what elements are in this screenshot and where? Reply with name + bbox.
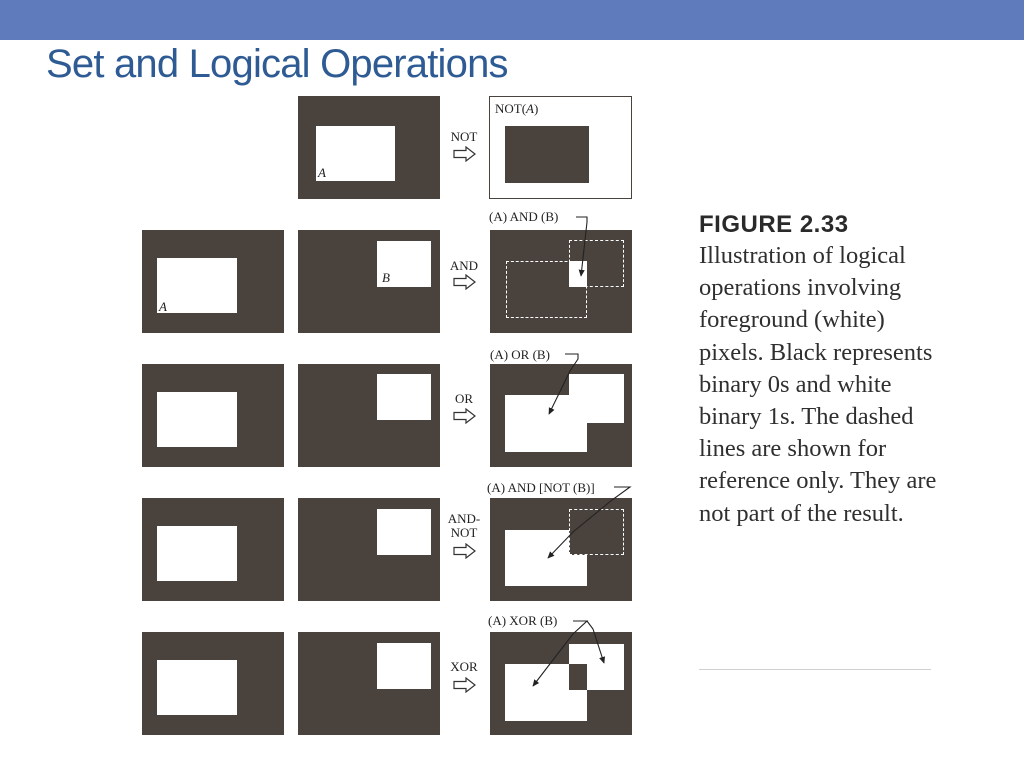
row4-op-label: AND-NOT <box>440 512 488 540</box>
row4-input-b-panel <box>298 498 440 601</box>
row1-result-label: NOT(A) <box>495 101 539 116</box>
row4-op-label-line1: AND- <box>447 511 481 526</box>
dashed-outline-b <box>569 509 624 555</box>
row1-input-a-panel: A <box>298 96 440 199</box>
set-a-rect <box>157 660 237 715</box>
row2-op-label: AND <box>449 258 479 273</box>
row2-op-arrow-icon <box>453 274 476 290</box>
row1-op-label: NOT <box>450 129 478 144</box>
set-a-rect <box>316 126 395 181</box>
slide-title: Set and Logical Operations <box>46 42 509 86</box>
dashed-outline-a <box>506 261 587 318</box>
row3-op-arrow-icon <box>453 408 476 424</box>
set-b-rect <box>377 241 431 287</box>
row2-result-label: (A) AND (B) <box>489 209 559 224</box>
set-a-rect <box>157 526 237 581</box>
caption-divider <box>699 669 931 670</box>
row1-result-panel: NOT(A) <box>489 96 632 199</box>
not-a-result-rect <box>505 126 589 183</box>
xor-intersection-rect <box>569 664 587 690</box>
row2-input-b-panel: B <box>298 230 440 333</box>
row3-input-b-panel <box>298 364 440 467</box>
set-b-rect <box>377 509 431 555</box>
and-intersection-rect <box>569 261 587 287</box>
set-a-label: A <box>318 165 326 180</box>
row4-input-a-panel <box>142 498 284 601</box>
caption-body: Illustration of logical operations invol… <box>699 242 937 527</box>
set-a-label: A <box>159 299 167 314</box>
row5-input-a-panel <box>142 632 284 735</box>
row3-result-panel <box>490 364 632 467</box>
slide-top-bar <box>0 0 1024 40</box>
set-b-rect <box>377 643 431 689</box>
row5-input-b-panel <box>298 632 440 735</box>
figure-caption: FIGURE 2.33 Illustration of logical oper… <box>699 210 939 530</box>
row4-op-arrow-icon <box>453 543 476 559</box>
row5-result-label: (A) XOR (B) <box>488 613 558 628</box>
row4-result-label: (A) AND [NOT (B)] <box>487 480 595 495</box>
row4-result-panel <box>490 498 632 601</box>
set-a-rect <box>157 392 237 447</box>
row5-result-panel <box>490 632 632 735</box>
row2-input-a-panel: A <box>142 230 284 333</box>
row4-op-label-line2: NOT <box>450 525 478 540</box>
set-b-rect <box>377 374 431 420</box>
caption-heading: FIGURE 2.33 <box>699 211 849 238</box>
set-a-rect <box>157 258 237 313</box>
row3-op-label: OR <box>454 391 474 406</box>
set-b-label: B <box>382 270 390 285</box>
row3-input-a-panel <box>142 364 284 467</box>
row2-result-panel <box>490 230 632 333</box>
row5-op-arrow-icon <box>453 677 476 693</box>
row1-op-arrow-icon <box>453 146 476 162</box>
row3-result-label: (A) OR (B) <box>490 347 550 362</box>
or-union-b-rect <box>569 374 624 423</box>
row5-op-label: XOR <box>450 659 478 674</box>
